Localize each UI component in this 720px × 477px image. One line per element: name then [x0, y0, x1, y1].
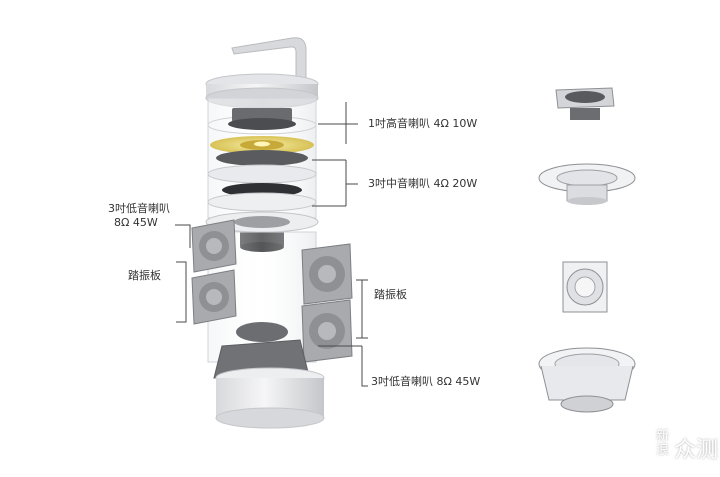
tweeter-unit	[228, 108, 296, 130]
woofer-left-label-line1: 3吋低音喇叭	[108, 202, 170, 215]
radiator-left-label: 踏振板	[128, 269, 161, 282]
midrange-label: 3吋中音喇叭 4Ω 20W	[368, 177, 478, 190]
watermark-logo-bottom: 浪	[656, 443, 670, 458]
callout-lines	[175, 102, 368, 387]
gold-ring	[210, 136, 314, 154]
watermark-logo-top: 新	[656, 429, 670, 444]
component-midrange	[538, 163, 636, 205]
radiator-left-top	[191, 219, 237, 273]
base	[215, 367, 325, 429]
woofer-left-label-line2: 8Ω 45W	[114, 216, 158, 229]
bottom-woofer	[213, 322, 309, 379]
tweeter-label: 1吋高音喇叭 4Ω 10W	[368, 117, 478, 130]
upper-shell	[207, 97, 317, 219]
watermark-brand: 众测	[674, 438, 719, 463]
radiator-right-top	[301, 243, 353, 305]
component-tweeter	[555, 87, 615, 120]
radiator-right-label: 踏振板	[374, 288, 407, 301]
radiator-right-bottom	[301, 299, 353, 363]
component-woofer	[538, 347, 636, 413]
midrange-unit	[207, 150, 317, 212]
radiator-left-bottom	[191, 269, 237, 325]
woofer-bottom-label: 3吋低音喇叭 8Ω 45W	[371, 375, 481, 388]
component-radiator	[562, 261, 608, 313]
